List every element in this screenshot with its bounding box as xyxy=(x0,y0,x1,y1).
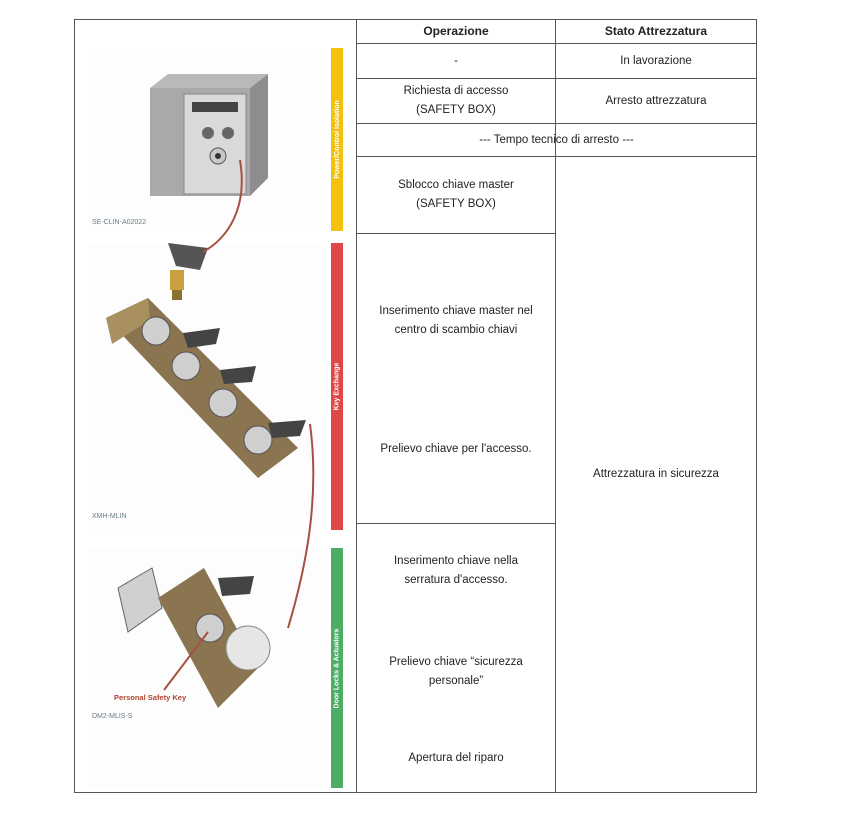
power-control-bar: Power/Control Isolation xyxy=(331,48,343,231)
arrow-icon xyxy=(163,631,209,691)
bar-label: Key Exchange xyxy=(333,362,341,411)
bar-label: Door Locks & Actuators xyxy=(333,628,341,708)
door-lock-icon xyxy=(117,567,271,708)
operation-cell: Inserimento chiave nella serratura d'acc… xyxy=(357,549,555,593)
row-line xyxy=(356,233,555,234)
operation-cell: Inserimento chiave master nel centro di … xyxy=(357,296,555,346)
operation-line: Sblocco chiave master xyxy=(398,179,514,191)
operation-cell: Sblocco chiave master (SAFETY BOX) xyxy=(357,157,555,233)
operation-line: centro di scambio chiavi xyxy=(394,324,518,336)
key-exchange-block-icon xyxy=(106,298,306,478)
operation-cell: Apertura del riparo xyxy=(408,751,504,764)
product-code: SE-CLIN-A02022 xyxy=(92,219,147,226)
row-line xyxy=(356,123,757,124)
merged-state-cell: Attrezzatura in sicurezza xyxy=(593,468,719,480)
arrow-icon xyxy=(287,423,315,629)
operation-cell: Richiesta di accesso (SAFETY BOX) xyxy=(357,79,555,123)
operation-line: serratura d'accesso. xyxy=(404,574,508,586)
master-key-icon xyxy=(168,243,208,300)
row-line xyxy=(356,523,555,524)
operation-cell: Prelievo chiave “sicurezza personale” xyxy=(357,650,555,694)
arrow-icon xyxy=(202,159,243,253)
operation-line: Inserimento chiave master nel xyxy=(379,305,533,317)
row-line xyxy=(356,78,757,79)
state-cell: Arresto attrezzatura xyxy=(605,94,707,107)
product-code: DM2-MLIS-S xyxy=(92,713,133,720)
column-divider-right-top xyxy=(555,19,556,156)
state-cell: In lavorazione xyxy=(620,54,692,67)
safety-box-icon xyxy=(150,74,268,196)
operation-cell: - xyxy=(454,54,458,67)
door-locks-bar: Door Locks & Actuators xyxy=(331,548,343,788)
bar-label: Power/Control Isolation xyxy=(333,100,341,179)
operation-line: Richiesta di accesso xyxy=(403,85,509,97)
operation-line: Prelievo chiave “sicurezza xyxy=(389,656,523,668)
operation-cell: Prelievo chiave per l'accesso. xyxy=(380,442,532,455)
operation-line: (SAFETY BOX) xyxy=(416,198,496,210)
operation-line: personale” xyxy=(428,675,484,687)
header-operation: Operazione xyxy=(423,24,489,38)
document-frame xyxy=(74,19,757,793)
operation-line: Inserimento chiave nella xyxy=(393,555,518,567)
stop-time-row: --- Tempo tecnico di arresto --- xyxy=(479,133,634,146)
operation-line: (SAFETY BOX) xyxy=(416,104,496,116)
column-divider-left xyxy=(356,19,357,793)
key-exchange-bar: Key Exchange xyxy=(331,243,343,530)
personal-key-label: Personal Safety Key xyxy=(114,693,187,702)
header-state: Stato Attrezzatura xyxy=(604,24,708,38)
column-divider-right-bottom xyxy=(555,156,556,793)
product-code: XMH-MLIN xyxy=(92,513,127,520)
row-line xyxy=(356,43,757,44)
row-line xyxy=(356,156,757,157)
equipment-illustrations xyxy=(106,74,315,708)
